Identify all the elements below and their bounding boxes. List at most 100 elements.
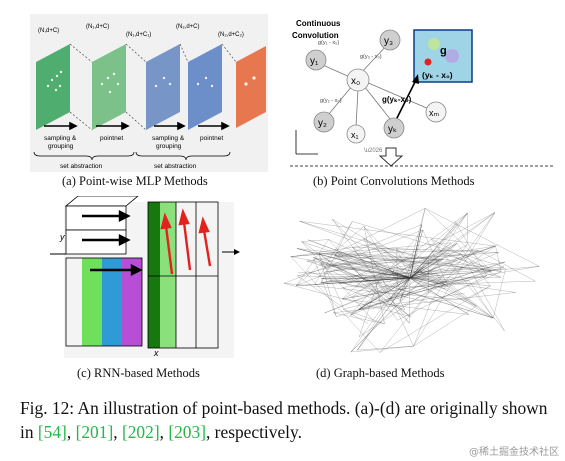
graph-edge (424, 208, 492, 272)
graph-edge (399, 277, 411, 301)
rnn-axis-x: x (153, 348, 159, 358)
rnn-slice-green (82, 258, 102, 346)
graph-edge (299, 220, 429, 261)
caption-sep-1: , (66, 422, 76, 442)
graph-edge (350, 277, 411, 316)
op-label-3: sampling & (152, 135, 185, 142)
graph-edge (307, 239, 411, 279)
edge-label-2: g(y₂ - x₀) (320, 98, 342, 104)
graph-edge (389, 260, 429, 300)
panel-c-caption: (c) RNN-based Methods (77, 366, 200, 380)
graph-edges (283, 208, 540, 353)
graph-edge (463, 285, 491, 301)
dim-label-1: (N₁,d+C) (86, 24, 109, 30)
graph-edge (328, 239, 385, 304)
graph-edge (396, 248, 398, 285)
graph-edge (334, 255, 367, 278)
graph-edge (456, 243, 491, 287)
op-label-0: sampling & (44, 135, 77, 142)
panel-d-caption: (d) Graph-based Methods (316, 366, 445, 380)
graph-edge (383, 250, 479, 253)
graph-edge (297, 272, 411, 279)
graph-edge (352, 212, 468, 298)
graph-edge (363, 238, 477, 307)
graph-edge (423, 272, 448, 287)
graph-edge (352, 246, 399, 276)
graph-edge (358, 212, 468, 310)
graph-edge (389, 277, 411, 300)
graph-edge (399, 277, 411, 301)
graph-edge (299, 220, 496, 247)
graph-edge (430, 238, 505, 332)
graph-edge (358, 270, 492, 310)
graph-edge (409, 259, 440, 279)
citation-link-202[interactable]: [202] (121, 422, 160, 442)
citation-link-54[interactable]: [54] (37, 422, 67, 442)
graph-edge (409, 260, 429, 279)
graph-edge (342, 275, 487, 300)
dim-label-0: (N,d+C) (38, 28, 59, 34)
graph-edge (313, 257, 367, 281)
graph-edge (379, 291, 429, 353)
graph-edge (307, 271, 356, 288)
graph-edge (399, 229, 424, 301)
citation-link-203[interactable]: [203] (168, 422, 206, 442)
graph-edge (407, 208, 426, 273)
graph-edge (392, 273, 445, 285)
op-label-1: grouping (48, 143, 74, 150)
graph-edge (343, 275, 487, 310)
graph-edge (331, 219, 389, 278)
graph-edge (409, 261, 506, 279)
graph-edge (314, 221, 353, 285)
graph-edge (396, 248, 426, 275)
graph-edge (352, 221, 505, 268)
graph-edge (409, 223, 457, 279)
dim-label-4: (N₂,d+C₂) (218, 32, 244, 38)
graph-edge (320, 253, 462, 283)
graph-edge (424, 259, 449, 275)
graph-edge (444, 280, 536, 285)
graph-edge (297, 249, 395, 277)
graph-edge (359, 245, 496, 338)
graph-edge (433, 250, 502, 272)
graph-edge (365, 276, 398, 321)
rnn-axis-y: y (59, 232, 65, 242)
graph-edge (290, 256, 411, 279)
graph-edge (313, 257, 337, 317)
graph-edge (409, 229, 424, 279)
graph-edge (342, 308, 369, 324)
graph-edge (384, 277, 411, 304)
graph-edge (363, 238, 411, 279)
graph-edge (409, 266, 540, 279)
graph-edge (357, 277, 411, 351)
graph-edge (296, 277, 411, 286)
graph-edge (379, 285, 491, 353)
node-yk: yₖ (388, 124, 397, 135)
graph-edge (326, 265, 411, 279)
figure-caption: Fig. 12: An illustration of point-based … (20, 396, 555, 444)
graph-edge (409, 259, 440, 279)
graph-edge (314, 277, 411, 285)
graph-edge (323, 265, 379, 273)
graph-edge (445, 245, 496, 263)
graph-edge (318, 253, 464, 268)
graph-edge (437, 212, 468, 257)
graph-edge (409, 212, 496, 279)
graph-edge (448, 259, 492, 272)
graph-edge (456, 250, 479, 264)
graph-edge (332, 264, 411, 279)
graph-edge (358, 292, 465, 310)
dim-label-3: (N₂,d+C) (176, 24, 200, 30)
graph-edge (332, 292, 516, 314)
graph-edge (409, 266, 425, 279)
graph-edge (336, 252, 443, 260)
graph-edge (428, 291, 494, 319)
node-y2: y₂ (318, 118, 327, 129)
graph-edge (383, 252, 494, 319)
dim-label-2: (N₁,d+C₁) (126, 32, 151, 38)
graph-edge (326, 265, 516, 293)
citation-link-201[interactable]: [201] (75, 422, 114, 442)
graph-edge (299, 220, 384, 253)
graph-edge (318, 253, 385, 304)
graph-edge (430, 238, 492, 272)
